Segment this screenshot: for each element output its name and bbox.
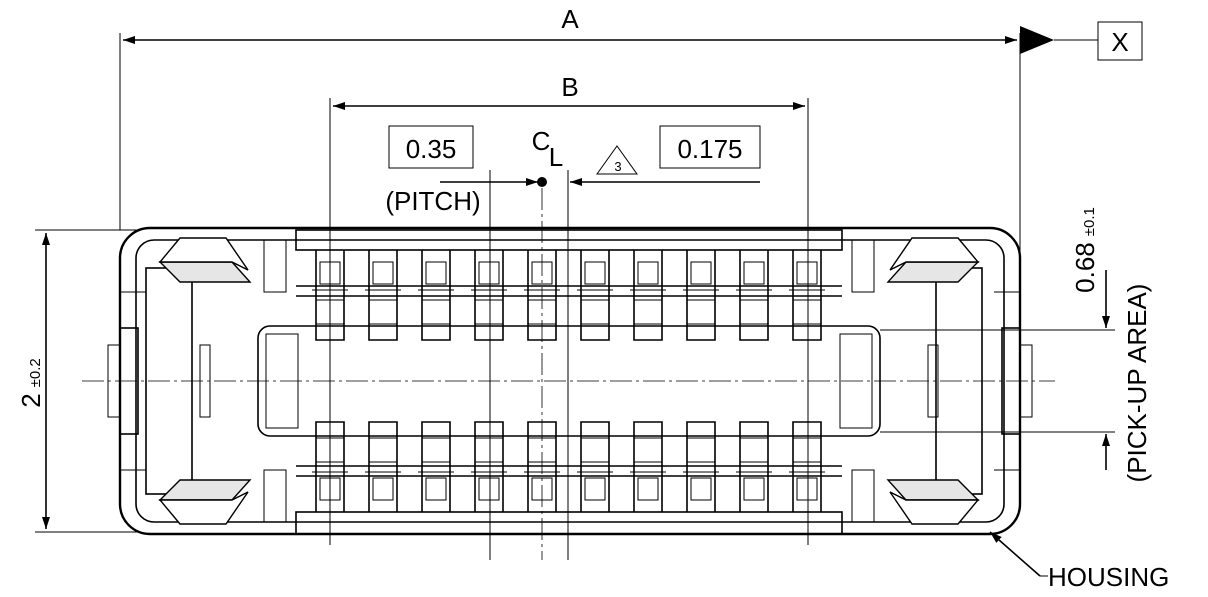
datum-x: X (1020, 21, 1143, 61)
pin-bottom (471, 421, 507, 512)
pin-top (471, 250, 507, 341)
dimension-a: A (119, 4, 1021, 255)
housing-label: HOUSING (1048, 562, 1169, 592)
pin-top (577, 250, 613, 341)
pickup-value: 0.68±0.1 (1070, 207, 1100, 293)
pitch-note: (PITCH) (385, 186, 480, 216)
centerline-l: L (549, 142, 563, 172)
center-point (537, 177, 547, 187)
pitch-dimension: 0.35 (PITCH) (385, 125, 538, 560)
dimension-b-label: B (561, 72, 578, 102)
pickup-dimension: 0.68±0.1 (PICK-UP AREA) (880, 207, 1152, 482)
datum-x-label: X (1111, 27, 1128, 57)
pin-bottom (630, 421, 666, 512)
offset-dimension: 3 0.175 (567, 125, 761, 560)
pin-top (418, 250, 454, 341)
offset-value: 0.175 (677, 134, 742, 164)
pin-bottom (577, 421, 613, 512)
pin-top (683, 250, 719, 341)
pin-bottom (683, 421, 719, 512)
pin-top (524, 250, 560, 341)
pickup-note: (PICK-UP AREA) (1122, 284, 1152, 483)
pin-top (365, 250, 401, 341)
pin-top (789, 250, 825, 341)
corner-latches (158, 237, 980, 525)
pin-bottom (736, 421, 772, 512)
dimension-b: B (329, 72, 809, 545)
pin-bottom (789, 421, 825, 512)
pin-bottom (418, 421, 454, 512)
pitch-value: 0.35 (406, 134, 457, 164)
pin-bottom (524, 421, 560, 512)
pin-top (736, 250, 772, 341)
housing-leader: HOUSING (989, 531, 1169, 592)
note-number: 3 (614, 159, 621, 174)
dimension-a-label: A (561, 4, 579, 34)
height-value: 2±0.2 (16, 358, 46, 408)
pin-top (312, 250, 348, 341)
centerline-symbol: C L (532, 126, 563, 560)
pin-bottom (365, 421, 401, 512)
centerline-c: C (532, 126, 551, 156)
pin-top (630, 250, 666, 341)
pin-bottom (312, 421, 348, 512)
height-dimension: 2±0.2 (16, 229, 140, 533)
pin-contacts (312, 250, 825, 512)
